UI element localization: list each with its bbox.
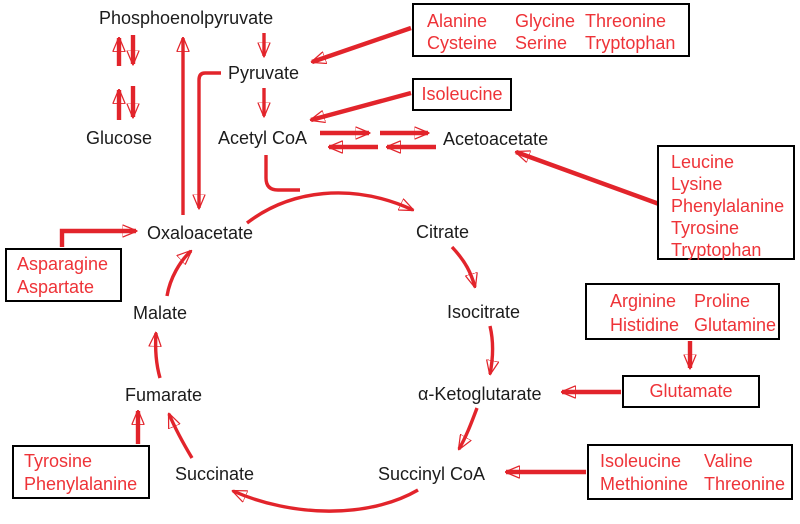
amino-acid: Phenylalanine — [24, 474, 138, 494]
label-alpha-ketoglutarate: α-Ketoglutarate — [418, 384, 542, 404]
label-succinyl-coa: Succinyl CoA — [378, 464, 486, 484]
amino-acid: Arginine — [610, 291, 677, 311]
label-oxaloacetate: Oxaloacetate — [147, 223, 254, 243]
arrow-oxaloacetate-to-citrate — [245, 191, 413, 225]
label-pyruvate: Pyruvate — [228, 63, 300, 83]
amino-acid: Threonine — [585, 11, 667, 31]
amino-acid: Tyrosine — [671, 218, 740, 238]
amino-acid: Methionine — [600, 474, 689, 494]
arrow-fumarate-to-malate — [156, 333, 160, 379]
amino-acid: Proline — [694, 291, 751, 311]
amino-acid: Leucine — [671, 152, 735, 172]
amino-acid: Tryptophan — [585, 33, 676, 53]
amino-acid: Tryptophan — [671, 240, 762, 260]
amino-acid: Glutamine — [694, 315, 777, 335]
amino-acid-box-acetylcoa-inputs: Isoleucine — [412, 78, 512, 111]
arrow-leucine-box-to-acetoacetate — [516, 149, 660, 207]
amino-acid: Cysteine — [427, 33, 498, 53]
arrow-succinate-to-fumarate — [167, 414, 194, 459]
label-glucose: Glucose — [86, 128, 153, 148]
label-isocitrate: Isocitrate — [447, 302, 521, 322]
arrow-isoleucine-box-to-acetylcoa — [311, 90, 412, 120]
amino-acid-box-oxaloacetate-inputs: Asparagine Aspartate — [5, 248, 122, 302]
amino-acid: Glycine — [515, 11, 576, 31]
amino-acid-box-fumarate-inputs: Tyrosine Phenylalanine — [12, 445, 150, 499]
label-fumarate: Fumarate — [125, 385, 203, 405]
amino-acid-box-glutamate-inputs: Arginine Proline Histidine Glutamine — [585, 283, 780, 340]
amino-acid-box-succinylcoa-inputs: Isoleucine Valine Methionine Threonine — [587, 444, 793, 500]
label-citrate: Citrate — [416, 222, 470, 242]
amino-acid-box-ketoglutarate-inputs: Glutamate — [622, 375, 760, 408]
label-acetyl-coa: Acetyl CoA — [218, 128, 308, 148]
arrow-citrate-to-isocitrate — [450, 245, 475, 287]
arrow-isocitrate-to-ketoglutarate — [490, 325, 493, 374]
label-acetoacetate: Acetoacetate — [443, 129, 549, 149]
amino-acid: Tyrosine — [24, 451, 93, 471]
amino-acid: Phenylalanine — [671, 196, 785, 216]
arrow-alanine-box-to-pyruvate — [312, 25, 412, 62]
amino-acid: Alanine — [427, 11, 488, 31]
amino-acid: Valine — [704, 451, 753, 471]
connector-acetylcoa-to-cycle — [264, 155, 300, 192]
amino-acid: Serine — [515, 33, 568, 53]
amino-acid: Isoleucine — [600, 451, 682, 471]
amino-acid: Glutamate — [649, 381, 733, 401]
label-succinate: Succinate — [175, 464, 255, 484]
amino-acid: Threonine — [704, 474, 786, 494]
amino-acid: Isoleucine — [421, 84, 503, 104]
arrow-pyruvate-to-oxaloacetate — [199, 71, 221, 208]
arrow-ketoglutarate-to-succinylcoa — [457, 407, 479, 449]
arrow-succinylcoa-to-succinate — [233, 488, 419, 513]
amino-acid: Histidine — [610, 315, 680, 335]
label-phosphoenolpyruvate: Phosphoenolpyruvate — [99, 8, 274, 28]
amino-acid: Asparagine — [17, 254, 109, 274]
arrow-asparagine-box-to-oxaloacetate — [59, 231, 136, 247]
amino-acid: Lysine — [671, 174, 723, 194]
label-malate: Malate — [133, 303, 188, 323]
arrow-malate-to-oxaloacetate — [165, 251, 191, 297]
amino-acid: Aspartate — [17, 277, 95, 297]
amino-acid-box-acetoacetate-inputs: Leucine Lysine Phenylalanine Tyrosine Tr… — [657, 145, 795, 260]
amino-acid-box-pyruvate-inputs: Alanine Glycine Threonine Cysteine Serin… — [412, 3, 690, 57]
